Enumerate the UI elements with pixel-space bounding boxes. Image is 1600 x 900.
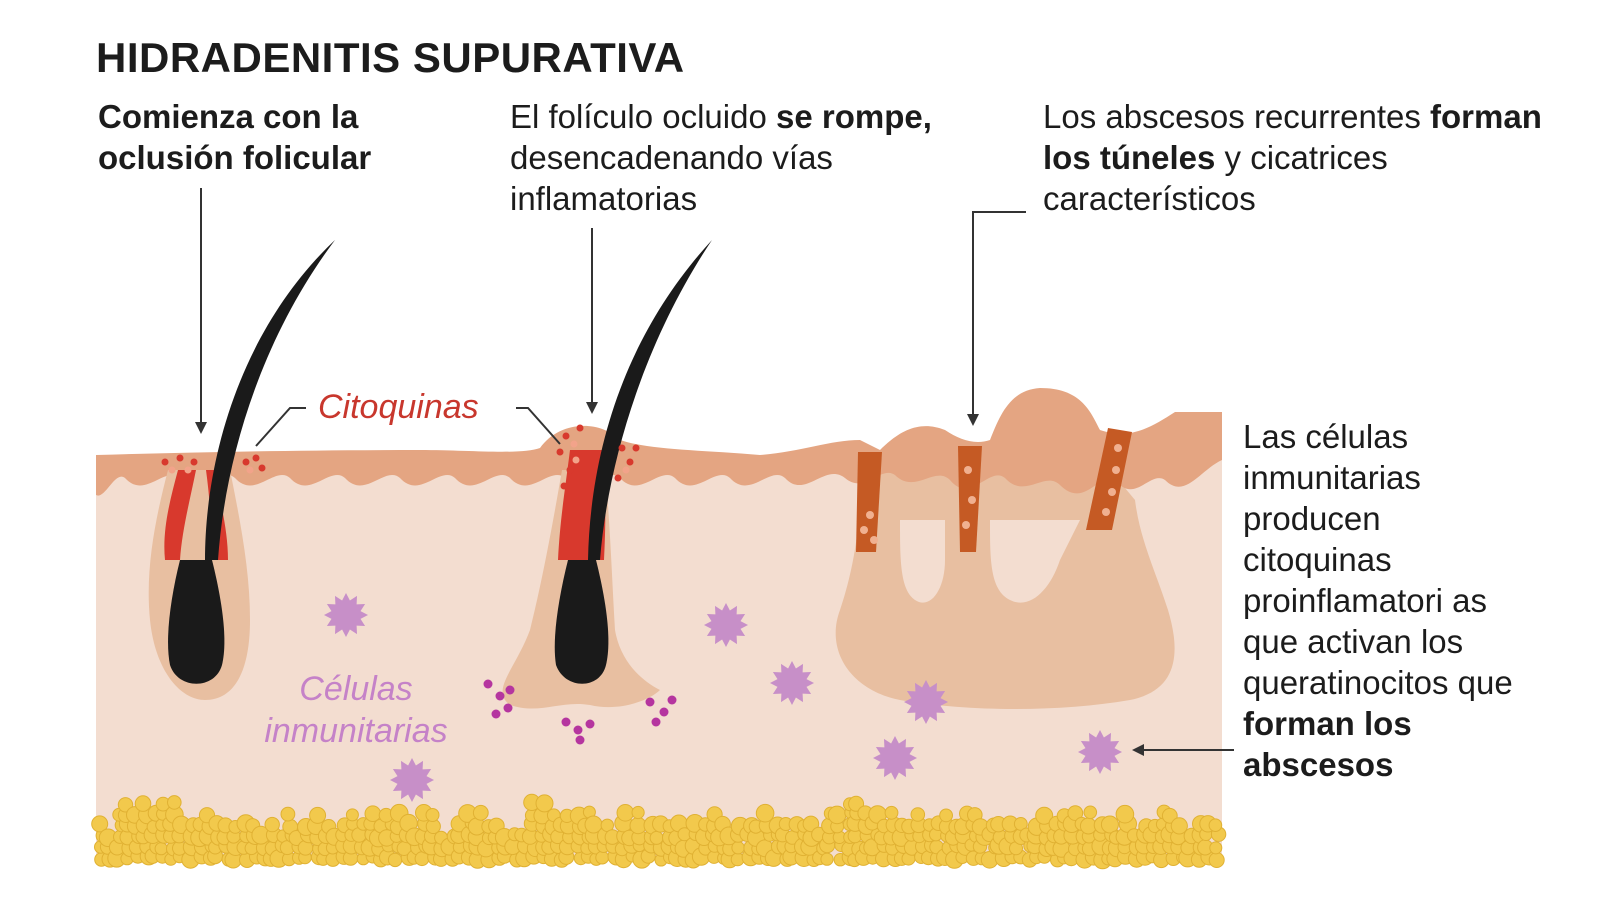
fat-cell-icon	[1170, 817, 1188, 835]
caption-stage-2-pre: El folículo ocluido	[510, 98, 776, 135]
arrow-down-icon	[195, 422, 207, 434]
cytokine-dots	[161, 424, 640, 490]
fat-cell-icon	[280, 806, 296, 822]
fat-cell-icon	[755, 803, 775, 823]
immune-cell-icon	[904, 680, 948, 724]
fat-cell-icon	[616, 804, 635, 822]
leader-lines	[200, 188, 1234, 751]
immune-cells-label-line1: Células	[299, 670, 413, 708]
immune-cell-icon	[873, 736, 917, 780]
fat-cell-icon	[820, 852, 834, 866]
caption-stage-1: Comienza con la oclusión folicular	[98, 96, 458, 178]
fat-cell-icon	[802, 815, 820, 833]
fat-cell-icon	[1067, 805, 1084, 821]
immune-cell-icon	[770, 661, 814, 705]
immune-cell-cluster	[483, 679, 677, 745]
fat-cell-icon	[1208, 852, 1225, 868]
fat-cell-icon	[731, 841, 745, 855]
hair-icon	[205, 240, 335, 560]
fat-cell-icon	[1083, 805, 1098, 820]
fat-cell-icon	[167, 795, 182, 810]
fat-cell-icon	[1100, 815, 1119, 834]
hair-bulb-1	[168, 560, 225, 684]
fat-cell-icon	[1161, 807, 1178, 824]
fat-cell-icon	[595, 850, 610, 865]
follicle-inflamed-wall-1	[164, 470, 196, 560]
cytokine-leader	[255, 407, 306, 447]
immune-cell-icon	[324, 593, 368, 637]
tunnel-gap	[990, 520, 1080, 603]
fat-cell-icon	[1209, 841, 1223, 855]
cytokine-dots-light	[168, 440, 630, 474]
tunnel-gap	[900, 520, 945, 603]
caption-stage-3: Los abscesos recurrentes forman los túne…	[1043, 96, 1543, 219]
fat-cell-icon	[1013, 817, 1028, 831]
arrow-down-icon	[972, 211, 1026, 416]
fat-cell-icon	[364, 805, 382, 823]
immune-cells-label: Células inmunitarias	[246, 668, 466, 752]
fat-cell-icon	[884, 805, 899, 820]
caption-stage-3-bold: forman los túneles	[1043, 98, 1542, 176]
caption-immune-bold: forman los abscesos	[1243, 705, 1412, 783]
caption-stage-2: El folículo ocluido se rompe, desencaden…	[510, 96, 980, 219]
caption-stage-3-post: y cicatrices característicos	[1043, 139, 1388, 217]
immune-cells-label-line2: inmunitarias	[264, 712, 448, 750]
fat-cell-icon	[425, 808, 440, 822]
caption-immune: Las células inmunitarias producen citoqu…	[1243, 416, 1523, 785]
fat-cell-icon	[134, 795, 152, 812]
hair-icon	[588, 240, 712, 560]
tunnel-dots	[860, 444, 1122, 544]
caption-stage-2-bold: se rompe,	[775, 98, 932, 135]
immune-cell-icon	[1078, 730, 1122, 774]
caption-stage-2-post: desencadenando vías inflamatorias	[510, 139, 833, 217]
fat-cell-icon	[387, 852, 403, 868]
fat-cell-icon	[535, 794, 554, 813]
fat-cell-icon	[264, 816, 280, 833]
epidermis	[96, 388, 1222, 496]
fat-cell-icon	[154, 842, 168, 856]
arrow-left-icon	[1132, 744, 1144, 756]
arrow-down-icon	[967, 414, 979, 426]
tunnel	[1086, 428, 1132, 530]
caption-immune-pre: Las células inmunitarias producen citoqu…	[1243, 418, 1513, 701]
caption-stage-1-text: Comienza con la oclusión folicular	[98, 98, 372, 176]
arrowheads	[195, 402, 1144, 756]
hair-bulb-2	[554, 560, 609, 684]
fat-cell-icon	[939, 808, 953, 823]
fat-cell-icon	[472, 804, 489, 821]
cytokines-label: Citoquinas	[318, 388, 479, 426]
fat-cell-icon	[345, 808, 359, 822]
immune-cells	[324, 593, 1122, 802]
fat-cell-icon	[631, 805, 645, 820]
fat-cell-icon	[309, 806, 327, 824]
immune-cell-icon	[704, 603, 748, 647]
immune-cell-icon	[390, 758, 434, 802]
fat-cell-icon	[827, 805, 847, 825]
diagram-title: HIDRADENITIS SUPURATIVA	[96, 34, 685, 81]
arrow-down-icon	[586, 402, 598, 414]
fat-cell-icon	[649, 830, 664, 845]
fat-cell-icon	[910, 807, 926, 822]
fat-cell-icon	[1208, 818, 1223, 833]
fat-layer	[91, 793, 1227, 870]
fat-cell-icon	[91, 815, 109, 833]
cytokine-leader	[516, 407, 561, 445]
caption-stage-3-pre: Los abscesos recurrentes	[1043, 98, 1431, 135]
fat-cell-icon	[1115, 804, 1135, 824]
fat-cell-icon	[1035, 806, 1054, 825]
